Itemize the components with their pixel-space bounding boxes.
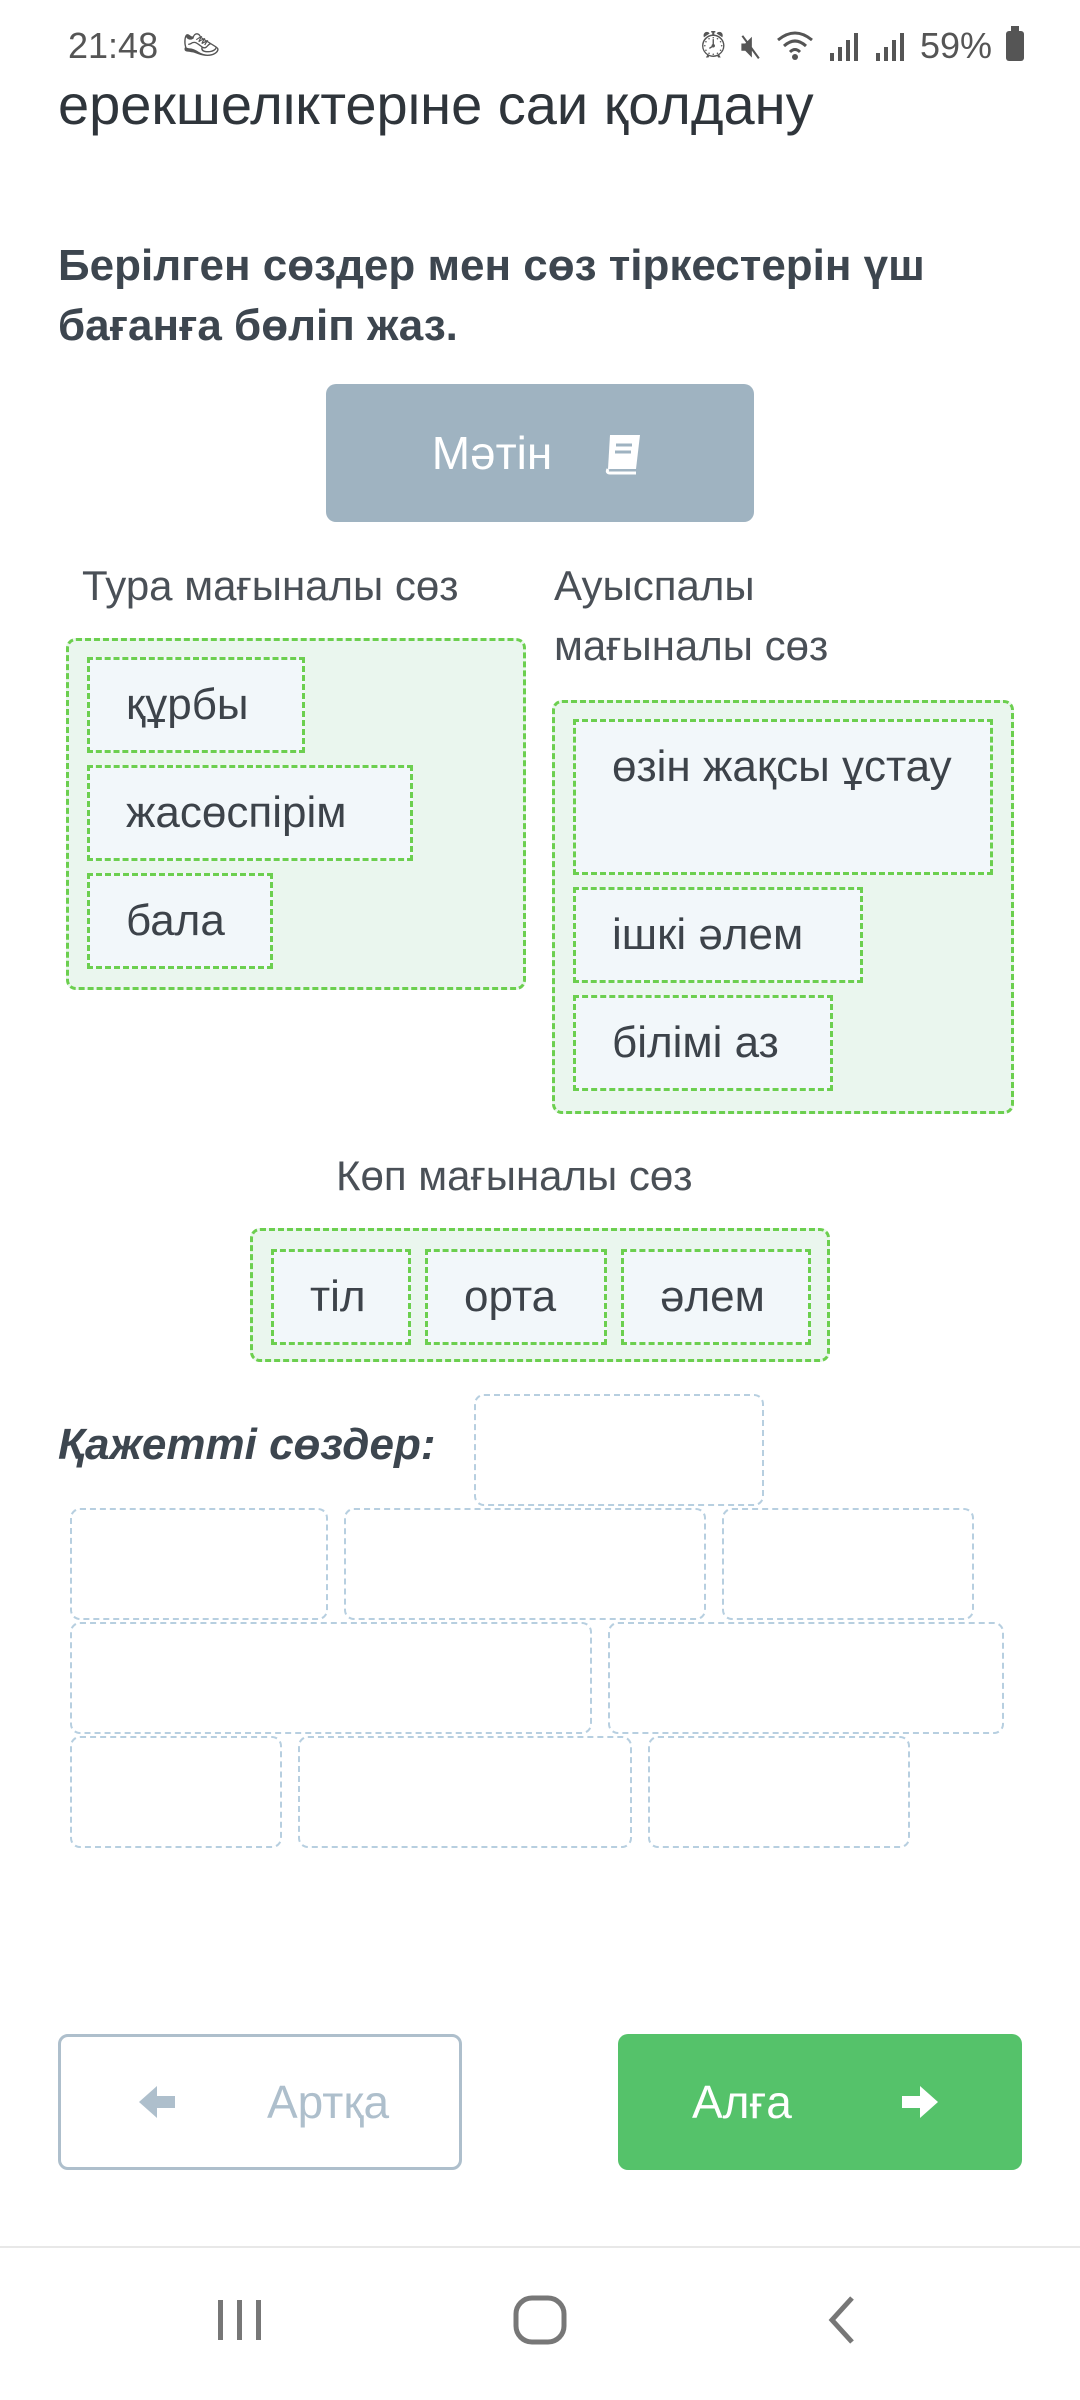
text-button[interactable]: Мәтін xyxy=(326,384,754,522)
empty-word-slot[interactable] xyxy=(70,1736,282,1848)
text-button-label: Мәтін xyxy=(431,427,553,479)
needed-words-label: Қажетті сөздер: xyxy=(58,1420,436,1469)
empty-word-slot[interactable] xyxy=(298,1736,632,1848)
empty-word-slot[interactable] xyxy=(70,1508,328,1620)
home-icon[interactable] xyxy=(510,2290,570,2350)
back-nav-icon[interactable] xyxy=(818,2290,866,2350)
forward-button[interactable]: Алға xyxy=(618,2034,1022,2170)
alarm-icon: ⏰︎ xyxy=(699,26,727,65)
task-instruction: Берілген сөздер мен сөз тіркестерін үш б… xyxy=(58,241,925,350)
word-chip[interactable]: жасөспірім xyxy=(87,765,413,861)
navigation-bar-divider xyxy=(0,2246,1080,2248)
drop-zone-polysemous[interactable]: тіл орта әлем xyxy=(250,1228,830,1362)
word-chip[interactable]: орта xyxy=(425,1249,607,1345)
word-chip[interactable]: әлем xyxy=(621,1249,811,1345)
empty-word-slot[interactable] xyxy=(608,1622,1004,1734)
column-label-polysemous: Көп мағыналы сөз xyxy=(336,1152,693,1199)
recent-apps-icon[interactable] xyxy=(212,2290,268,2350)
mute-icon: 🔇︎ xyxy=(740,26,762,65)
battery-percent: 59% xyxy=(919,25,992,66)
arrow-right-icon xyxy=(902,2086,938,2118)
empty-word-slot[interactable] xyxy=(722,1508,974,1620)
footprint-icon: 👟︎ xyxy=(180,27,224,65)
forward-button-label: Алға xyxy=(692,2076,792,2128)
word-chip[interactable]: тіл xyxy=(271,1249,411,1345)
book-icon xyxy=(606,435,641,475)
status-bar: 21:48 👟︎ ⏰︎ 🔇︎ 59% xyxy=(0,0,1080,92)
signal-icon xyxy=(875,33,904,61)
back-button-label: Артқа xyxy=(267,2076,390,2128)
drop-zone-literal[interactable]: құрбы жасөспірім бала xyxy=(66,638,526,990)
column-label-figurative: Ауыспалы мағыналы сөз xyxy=(554,562,829,669)
word-chip[interactable]: бала xyxy=(87,873,273,969)
column-label-literal: Тура мағыналы сөз xyxy=(82,562,459,609)
signal-icon xyxy=(829,33,858,61)
empty-word-slot[interactable] xyxy=(648,1736,910,1848)
word-chip[interactable]: білімі аз xyxy=(573,995,833,1091)
word-chip[interactable]: құрбы xyxy=(87,657,305,753)
word-chip[interactable]: өзін жақсы ұстау xyxy=(573,719,993,875)
back-button[interactable]: Артқа xyxy=(58,2034,462,2170)
wifi-icon xyxy=(776,31,813,60)
empty-word-slot[interactable] xyxy=(344,1508,706,1620)
status-time: 21:48 xyxy=(68,25,159,66)
battery-icon xyxy=(1006,26,1024,61)
drop-zone-figurative[interactable]: өзін жақсы ұстау ішкі әлем білімі аз xyxy=(552,700,1014,1114)
empty-word-slot[interactable] xyxy=(474,1394,764,1506)
word-chip[interactable]: ішкі әлем xyxy=(573,887,863,983)
empty-word-slot[interactable] xyxy=(70,1622,592,1734)
arrow-left-icon xyxy=(139,2086,175,2118)
